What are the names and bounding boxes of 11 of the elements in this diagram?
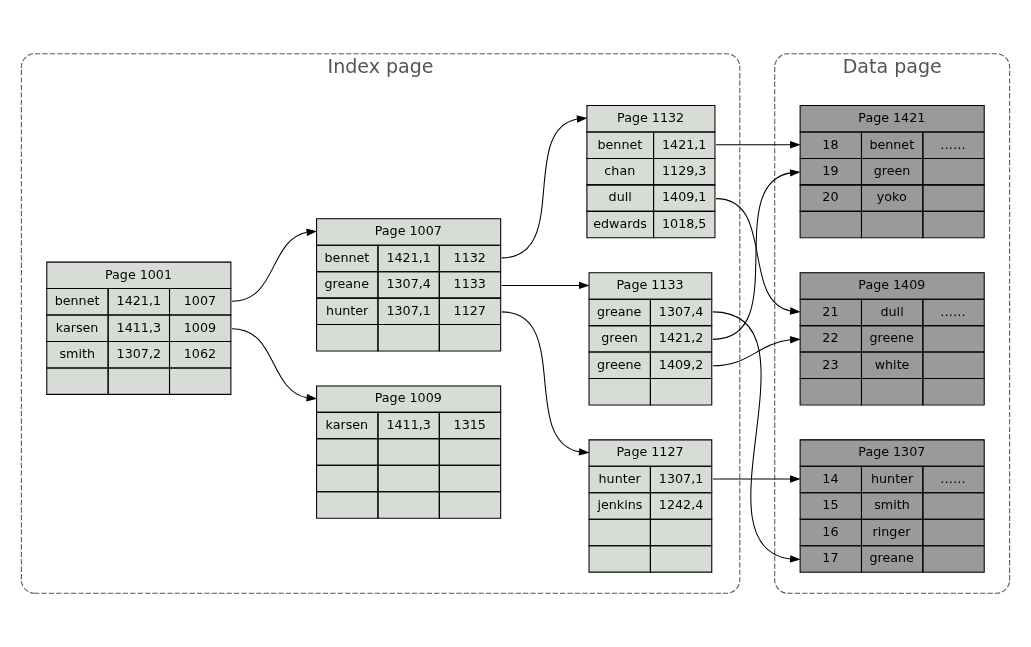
arrow [715,198,801,315]
arrow [712,311,801,563]
arrow [231,228,318,302]
arrow [712,336,801,367]
arrow [501,311,590,456]
arrow [231,328,318,402]
arrow [712,169,801,340]
arrow [501,281,590,290]
arrow [501,115,588,259]
arrow [712,475,801,483]
arrow [715,141,801,149]
